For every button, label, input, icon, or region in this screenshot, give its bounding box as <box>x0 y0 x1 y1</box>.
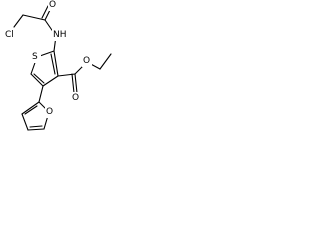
bond-thiophene-c5-c4-double <box>33 73 45 84</box>
bond-furan-c3-c2 <box>21 101 40 115</box>
atom-label-layer: Cl NH O S O O O <box>4 0 92 118</box>
ester-carbonyl-oxygen-label-background <box>71 92 81 104</box>
chemical-structure-diagram: Cl NH O S O O O <box>4 0 112 131</box>
bond-ethyl-ch2-ch3 <box>99 53 112 70</box>
nh-label: NH <box>53 30 67 40</box>
bond-ester-carbonyl-double <box>71 73 75 94</box>
bond-furan-c5-c4-double <box>29 125 43 128</box>
bond-ester-carbonyl <box>74 73 78 94</box>
bond-furan-c4-c3 <box>21 113 29 131</box>
ester-oxygen-label-background <box>82 55 92 67</box>
thiophene-sulfur-label: S <box>32 52 38 62</box>
bond-ch2-carbonyl <box>22 14 46 21</box>
bond-furan-c5-c4 <box>27 128 45 131</box>
bond-thiophene-c3-c2-double <box>50 53 56 75</box>
thiophene-sulfur-label-background <box>31 51 41 63</box>
furan-oxygen-label: O <box>46 107 53 117</box>
bond-thiophene-c5-c4 <box>30 73 44 87</box>
bond-layer <box>13 5 112 131</box>
furan-oxygen-label-background <box>45 106 55 118</box>
ester-carbonyl-oxygen-label: O <box>72 93 79 103</box>
ester-oxygen-label: O <box>83 56 90 66</box>
amide-oxygen-label: O <box>49 0 56 10</box>
bond-furan-c3-c2-double <box>24 105 38 115</box>
amide-oxygen-label-background <box>48 0 58 11</box>
bond-thiophene-furan <box>38 85 44 103</box>
nh-label-background <box>52 29 69 41</box>
bond-thiophene-c4-c3 <box>42 75 59 87</box>
bond-thiophene-c3-c2 <box>53 50 59 77</box>
bond-cl-ch2 <box>13 14 24 28</box>
bond-carbonyl-oxygen-double <box>41 5 49 19</box>
chlorine-label: Cl <box>5 30 14 40</box>
chlorine-label-background <box>4 29 19 41</box>
